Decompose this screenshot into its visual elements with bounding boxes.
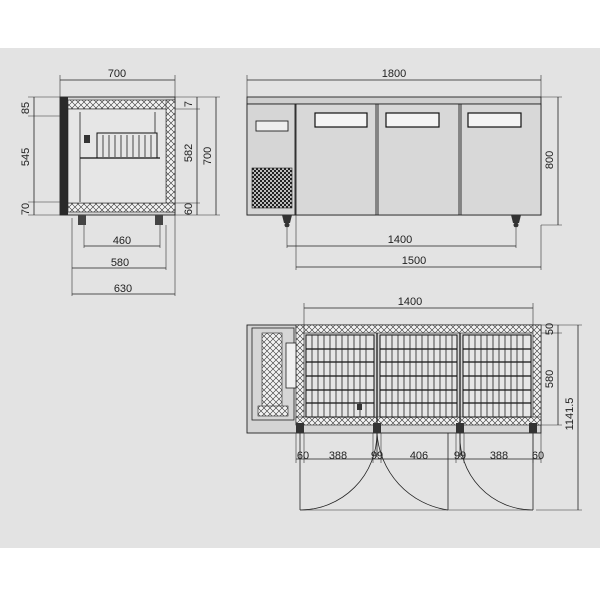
top-left-insulation [295,324,305,426]
side-total-700: 700 [202,147,214,165]
side-height-70: 70 [20,203,32,215]
side-interior [67,108,167,204]
front-handle-1 [314,112,368,128]
top-basket-2 [379,334,458,418]
front-width-1800: 1800 [382,68,406,80]
front-handle-3 [467,112,522,128]
side-bracket [84,135,90,143]
side-dim-460: 460 [113,235,131,247]
hinge-1 [296,423,304,433]
side-door-panel [60,97,68,215]
front-foot-left [282,215,292,223]
side-right-60: 60 [183,203,195,215]
side-back-insulation [165,99,176,213]
side-right-582: 582 [183,144,195,162]
front-foot-right [511,215,521,223]
bottom-dim-406: 406 [410,450,428,462]
side-bottom-insulation [67,202,176,213]
top-basket-1 [305,334,375,418]
side-foot-front [78,215,86,225]
side-foot-back [155,215,163,225]
side-height-85: 85 [20,102,32,114]
top-front-insulation [295,416,542,426]
front-dim-1500: 1500 [402,255,426,267]
front-dim-1400: 1400 [388,234,412,246]
top-basket-3 [462,334,532,418]
side-dim-630: 630 [114,283,132,295]
side-top-insulation [67,99,176,110]
hinge-4 [529,423,537,433]
top-right-50: 50 [544,323,556,335]
hinge-2 [373,423,381,433]
top-width-1400: 1400 [398,296,422,308]
top-right-1141: 1141.5 [564,398,576,431]
top-right-insulation [532,324,542,426]
side-width-label: 700 [108,68,126,80]
bottom-dim-388-right: 388 [490,450,508,462]
bottom-dim-60-right: 60 [532,450,544,462]
front-worktop [246,96,542,105]
front-height-800: 800 [544,151,556,169]
side-view: 700 85 545 70 7 582 60 700 460 580 630 [20,68,220,296]
door-swing-arcs [299,432,534,511]
front-control-display [255,120,289,132]
bottom-dim-99-right: 99 [454,450,466,462]
bottom-dim-60-left: 60 [297,450,309,462]
top-right-580: 580 [544,370,556,388]
drawing-canvas: 700 85 545 70 7 582 60 700 460 580 630 [0,48,600,548]
top-view: 1400 50 580 1141.5 [246,296,582,511]
side-height-545: 545 [20,148,32,166]
top-back-insulation [295,324,542,334]
side-basket [96,132,158,159]
technical-drawing: 700 85 545 70 7 582 60 700 460 580 630 [20,68,582,511]
front-handle-2 [385,112,440,128]
bottom-dim-99-left: 99 [371,450,383,462]
side-right-7: 7 [183,101,195,107]
bottom-dim-388-left: 388 [329,450,347,462]
front-vent-grille [251,167,293,209]
side-dim-580: 580 [111,257,129,269]
top-condenser [261,332,283,409]
hinge-3 [456,423,464,433]
front-view: 1800 800 1400 1500 [246,68,562,270]
